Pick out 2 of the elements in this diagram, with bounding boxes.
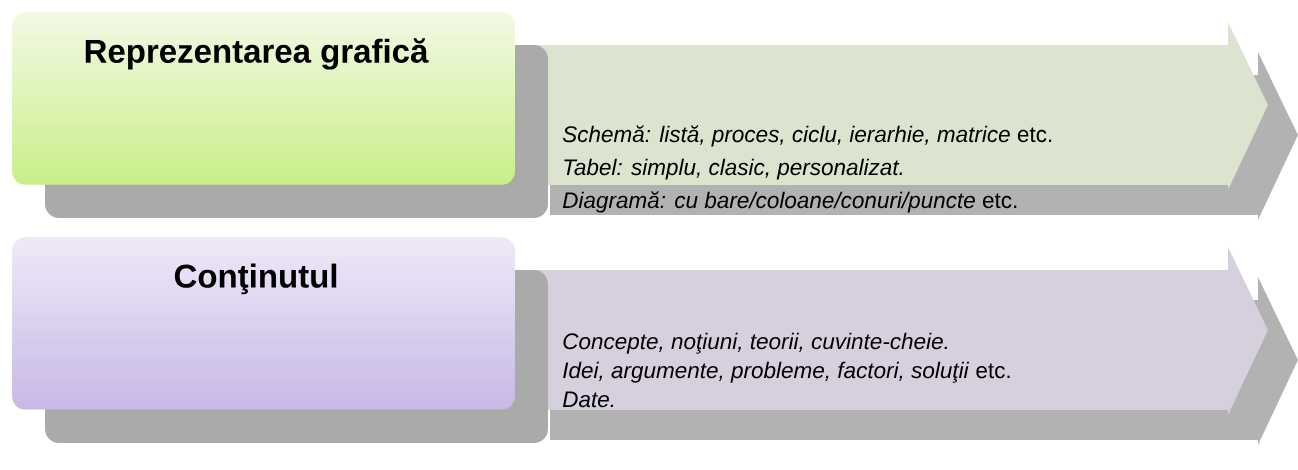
title-box: Reprezentarea grafică	[12, 12, 548, 218]
title-box: Conţinutul	[12, 237, 548, 443]
